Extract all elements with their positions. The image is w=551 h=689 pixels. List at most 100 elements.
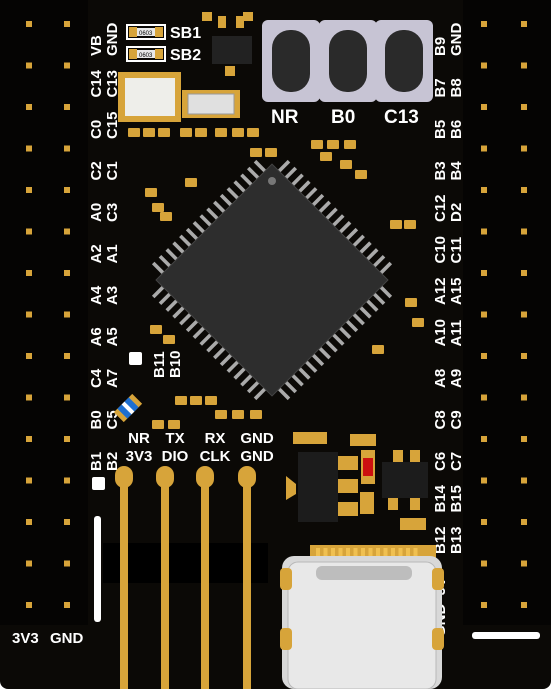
header-pin [481, 187, 487, 193]
svg-text:0603: 0603 [139, 53, 153, 59]
right-pin-label-3-bottom: B4 [448, 161, 465, 181]
smd-component [404, 220, 416, 229]
header-pin [521, 62, 527, 69]
left-pin-label-7-top: A6 [88, 327, 105, 346]
bottom-header-label-0-line1: NR [128, 430, 150, 447]
header-pin [481, 311, 487, 318]
bottom-left-label-gnd: GND [50, 630, 84, 647]
header-pin [64, 104, 70, 110]
header-pin [521, 519, 527, 525]
smd-component [145, 188, 157, 197]
button-label-nr: NR [271, 107, 299, 128]
header-pin [26, 602, 32, 608]
left-pin-label-1-bottom: C13 [104, 70, 121, 98]
header-pin [64, 62, 70, 69]
right-pin-label-7-top: A10 [432, 319, 449, 347]
diode [113, 393, 143, 423]
left-pin-label-8-top: C4 [88, 368, 105, 388]
left-pin-label-10-top: B1 [88, 452, 105, 471]
smd-component [168, 420, 180, 429]
right-pin-label-12-bottom: B13 [448, 526, 465, 554]
left-silk-bar [94, 516, 101, 622]
header-pin [521, 353, 527, 359]
header-pin [64, 477, 70, 484]
left-pin-label-2-bottom: C15 [104, 111, 121, 139]
header-pin [26, 104, 32, 110]
smd-component [185, 178, 197, 187]
bottom-header-label-2-line2: CLK [200, 448, 231, 465]
usb-c-connector [280, 545, 444, 689]
right-header-strip [463, 0, 551, 625]
header-pin [521, 436, 527, 442]
header-pin [481, 560, 487, 567]
header-pin [481, 477, 487, 484]
cap-right-power [400, 518, 426, 530]
right-pin-label-5-bottom: C11 [448, 237, 465, 264]
left-pin-label-3-bottom: C1 [104, 161, 121, 180]
header-pin [481, 436, 487, 442]
header-pin [521, 311, 527, 318]
left-pin-label-3-top: C2 [88, 161, 105, 180]
left-pin-label-7-bottom: A5 [104, 327, 121, 346]
smd-component [175, 396, 187, 405]
left-pin-label-2-top: C0 [88, 120, 105, 139]
left-pin-label-4-bottom: C3 [104, 203, 121, 222]
header-pin [521, 477, 527, 484]
header-pin [521, 21, 527, 27]
smd-component [163, 335, 175, 344]
smd-component [412, 318, 424, 327]
right-pin-label-9-bottom: C9 [448, 410, 465, 429]
smd-component [158, 128, 170, 137]
right-pin-label-6-bottom: A15 [448, 277, 465, 305]
header-pin [64, 270, 70, 276]
right-pin-label-12-top: B12 [432, 526, 449, 554]
bottom-header-label-3-line1: GND [240, 430, 274, 447]
header-pin [521, 602, 527, 608]
solder-bridge-sb2: 0603 SB2 [126, 46, 201, 64]
header-pin [64, 187, 70, 193]
header-pin [521, 560, 527, 567]
smd-component [215, 128, 227, 137]
button-b0[interactable] [319, 20, 377, 102]
header-pin [521, 145, 527, 152]
left-pin-label-1-top: C14 [88, 69, 105, 97]
header-pin [26, 187, 32, 193]
bottom-header-label-0-line2: 3V3 [126, 448, 153, 465]
header-pin [26, 62, 32, 69]
bottom-header-pin [196, 466, 214, 689]
right-pin-label-0-top: B9 [432, 37, 449, 56]
right-pin-label-9-top: C8 [432, 410, 449, 429]
right-pin-label-11-bottom: B15 [448, 485, 465, 513]
right-pin-label-4-bottom: D2 [448, 203, 465, 222]
header-pin [26, 353, 32, 359]
header-pin [521, 270, 527, 276]
left-pin-label-5-top: A2 [88, 244, 105, 263]
bottom-header-label-2-line1: RX [205, 430, 226, 447]
header-pin [64, 353, 70, 359]
button-nr[interactable] [262, 20, 320, 102]
smd-component [152, 420, 164, 429]
header-pin [26, 477, 32, 484]
left-pin-label-6-bottom: A3 [104, 286, 121, 305]
left-pin-label-5-bottom: A1 [104, 244, 121, 263]
bottom-left-label-3v3: 3V3 [12, 630, 39, 647]
right-pin-label-0-bottom: GND [448, 23, 465, 57]
header-pin [26, 311, 32, 318]
header-pin [481, 394, 487, 401]
smd-component [327, 140, 339, 149]
smd-component [340, 160, 352, 169]
left-pin-label-10-bottom: B2 [104, 452, 121, 471]
smd-component [160, 212, 172, 221]
header-pin [26, 145, 32, 152]
left-pin-label-4-top: A0 [88, 203, 105, 222]
button-label-c13: C13 [384, 107, 419, 128]
button-c13[interactable] [375, 20, 433, 102]
left-pin-label-0-bottom: GND [104, 23, 121, 57]
ldo-regulator [286, 452, 358, 522]
header-pin [481, 228, 487, 235]
smd-component [232, 128, 244, 137]
header-pin [481, 21, 487, 27]
